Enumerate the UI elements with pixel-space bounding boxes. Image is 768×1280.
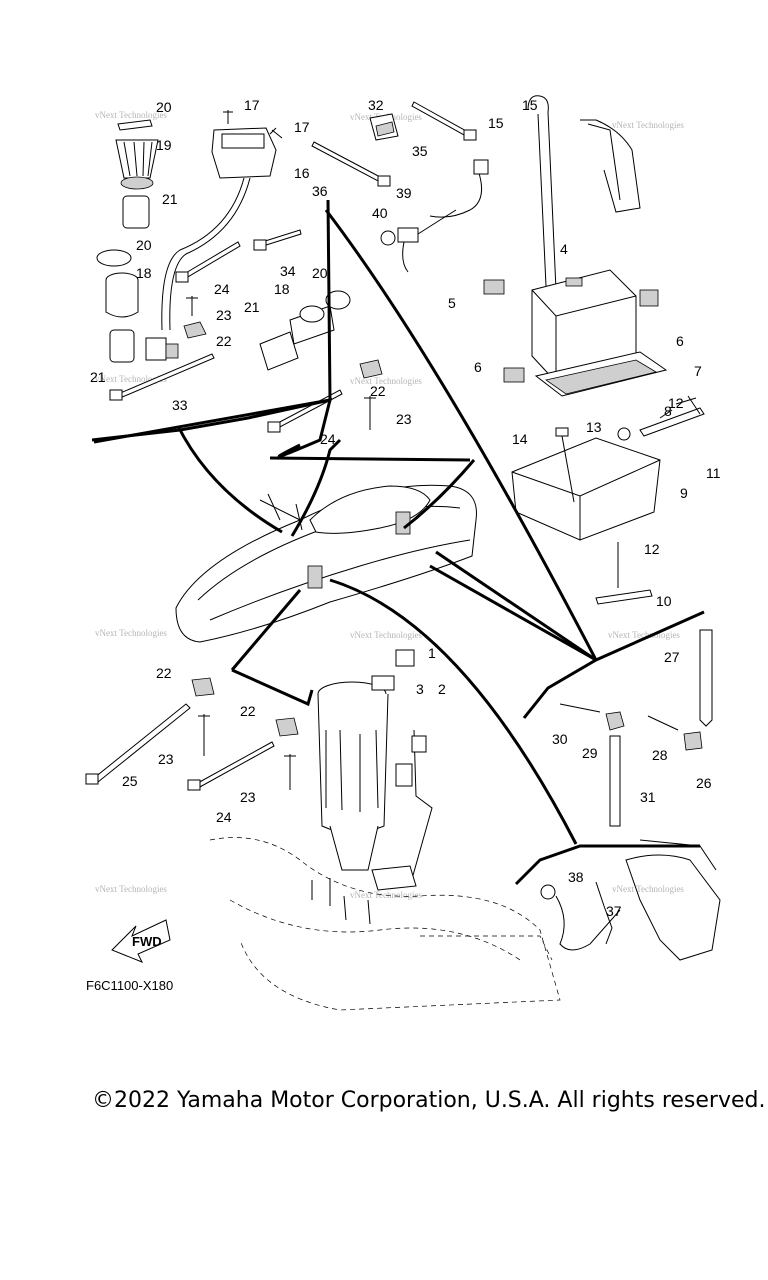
callout-29: 29 [582,745,598,761]
callout-35: 35 [412,143,428,159]
callout-7: 7 [694,363,702,379]
callout-labels: 20 19 21 20 18 21 33 17 17 16 24 34 20 1… [90,97,721,919]
callout-4: 4 [560,241,568,257]
watermark: vNext Technologies [95,884,167,894]
callout-1: 1 [428,645,436,661]
leader-lines [91,199,705,886]
callout-30: 30 [552,731,568,747]
callout-23: 23 [240,789,256,805]
callout-32: 32 [368,97,384,113]
fuse-sensor-group [175,229,383,433]
callout-39: 39 [396,185,412,201]
fwd-arrow-icon: FWD [111,919,171,963]
callout-33: 33 [172,397,188,413]
callout-21: 21 [244,299,260,315]
callout-15: 15 [488,115,504,131]
watermark: vNext Technologies [350,376,422,386]
callout-20: 20 [156,99,172,115]
callout-22: 22 [216,333,232,349]
meter-group [96,110,283,401]
diagram-code: F6C1100-X180 [86,978,173,993]
callout-3: 3 [416,681,424,697]
callout-34: 34 [280,263,296,279]
callout-24: 24 [214,281,230,297]
callout-21: 21 [90,369,106,385]
callout-23: 23 [216,307,232,323]
watermark: vNext Technologies [612,884,684,894]
callout-25: 25 [122,773,138,789]
callout-14: 14 [512,431,528,447]
copyright-notice: ©2022 Yamaha Motor Corporation, U.S.A. A… [92,1088,766,1113]
callout-23: 23 [396,411,412,427]
callout-8: 8 [664,403,672,419]
callout-31: 31 [640,789,656,805]
fwd-label: FWD [132,934,162,949]
callout-27: 27 [664,649,680,665]
fuel-pump [209,649,561,1011]
callout-10: 10 [656,593,672,609]
watermark: vNext Technologies [608,630,680,640]
callout-21: 21 [162,191,178,207]
callout-17: 17 [244,97,260,113]
callout-19: 19 [156,137,172,153]
callout-12: 12 [668,395,684,411]
callout-23: 23 [158,751,174,767]
callout-20: 20 [312,265,328,281]
callout-6: 6 [676,333,684,349]
watermark: vNext Technologies [95,110,167,120]
callout-16: 16 [294,165,310,181]
callout-20: 20 [136,237,152,253]
callout-28: 28 [652,747,668,763]
callout-37: 37 [606,903,622,919]
callout-2: 2 [438,681,446,697]
watermark: vNext Technologies [612,120,684,130]
callout-36: 36 [312,183,328,199]
callout-22: 22 [370,383,386,399]
watermark: vNext Technologies [350,630,422,640]
callout-26: 26 [696,775,712,791]
callout-17: 17 [294,119,310,135]
callout-38: 38 [568,869,584,885]
callout-40: 40 [372,205,388,221]
callout-6: 6 [474,359,482,375]
watercraft-hull [175,484,477,643]
callout-12: 12 [644,541,660,557]
callout-18: 18 [136,265,152,281]
callout-24: 24 [320,431,336,447]
battery-group [311,95,705,605]
callout-9: 9 [680,485,688,501]
callout-15: 15 [522,97,538,113]
callout-22: 22 [156,665,172,681]
sensor-mount-group [559,629,713,827]
callout-18: 18 [274,281,290,297]
callout-5: 5 [448,295,456,311]
watermark: vNext Technologies [95,628,167,638]
callout-24: 24 [216,809,232,825]
fuel-pump-mount-group [85,677,299,791]
callout-11: 11 [706,465,721,481]
watermark: vNext Technologies [95,374,167,384]
ground-wire-group [540,839,721,961]
callout-22: 22 [240,703,256,719]
callout-13: 13 [586,419,602,435]
